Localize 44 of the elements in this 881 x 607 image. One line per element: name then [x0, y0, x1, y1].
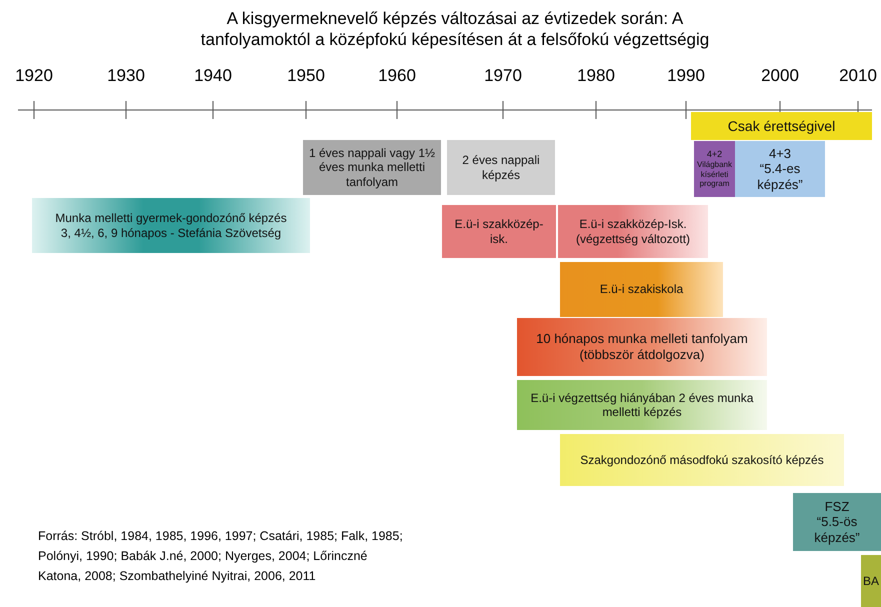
year-label: 1990: [666, 66, 706, 86]
timeline-bar: [303, 140, 441, 195]
bar-heading: 4+3: [768, 146, 792, 162]
diagram-title: A kisgyermeknevelő képzés változásai az évtizedek során: A tanfolyamoktól a középfokú képesítésen át a felsőfokú végzettségig: [200, 8, 710, 50]
timeline-bar: [691, 112, 872, 140]
year-label: 1930: [106, 66, 146, 86]
bar-text: “5.5-ös képzés”: [813, 514, 861, 546]
year-label: 1970: [483, 66, 523, 86]
bar-text: 10 hónapos munka melleti tanfolyam (többször átdolgozva): [535, 331, 749, 363]
year-label: 2000: [760, 66, 800, 86]
bar-text: E.ü-i szakiskola: [600, 282, 684, 297]
timeline-bar: [517, 380, 767, 430]
bar-text: Szakgondozónő másodfokú szakosító képzés: [580, 452, 824, 468]
bar-text: Világbank kísérleti program: [697, 160, 732, 189]
bar-text: “5.4-es képzés”: [756, 161, 804, 192]
bar-text: E.ü-i szakközép-isk.: [454, 217, 544, 246]
bar-text: BA: [862, 574, 879, 588]
bar-text: E.ü-i szakközép-Isk. (végzettség változott): [574, 217, 692, 246]
bar-text: 2 éves nappali képzés: [461, 153, 541, 182]
bar-heading: Munka melletti gyermek-gondozónő képzés: [55, 211, 287, 226]
year-label: 1920: [14, 66, 54, 86]
bar-text: Csak érettségivel: [728, 118, 836, 134]
bar-text: 3, 4½, 6, 9 hónapos - Stefánia Szövetség: [60, 226, 282, 240]
year-label: 2010: [838, 66, 878, 86]
timeline-bar: [560, 434, 844, 486]
bar-text: 1 éves nappali vagy 1½ éves munka melletti tanfolyam: [308, 146, 436, 190]
bar-text: E.ü-i végzettség hiányában 2 éves munka melletti képzés: [530, 390, 754, 420]
timeline-bar: [735, 141, 825, 197]
timeline-bar: [442, 205, 556, 258]
bar-heading: 4+2: [706, 149, 722, 160]
bar-heading: FSZ: [824, 498, 850, 514]
timeline-bar: [793, 493, 881, 551]
year-label: 1980: [576, 66, 616, 86]
timeline-bar: [558, 205, 708, 258]
year-label: 1940: [193, 66, 233, 86]
timeline-bar: [560, 262, 723, 317]
source-note: Forrás: Stróbl, 1984, 1985, 1996, 1997; Csatári, 1985; Falk, 1985; Polónyi, 1990; Babák J.né, 2000; Nyerges, 2004; Lőrinczné Katona, 2008; Szombathelyiné Nyitrai, 2006, 2011: [38, 528, 404, 585]
timeline-bar: [694, 141, 735, 197]
year-label: 1950: [286, 66, 326, 86]
timeline-bar: [447, 140, 555, 195]
timeline-bar: [32, 198, 310, 253]
timeline-bar: [861, 555, 881, 607]
timeline-bar: [517, 318, 767, 376]
year-label: 1960: [377, 66, 417, 86]
